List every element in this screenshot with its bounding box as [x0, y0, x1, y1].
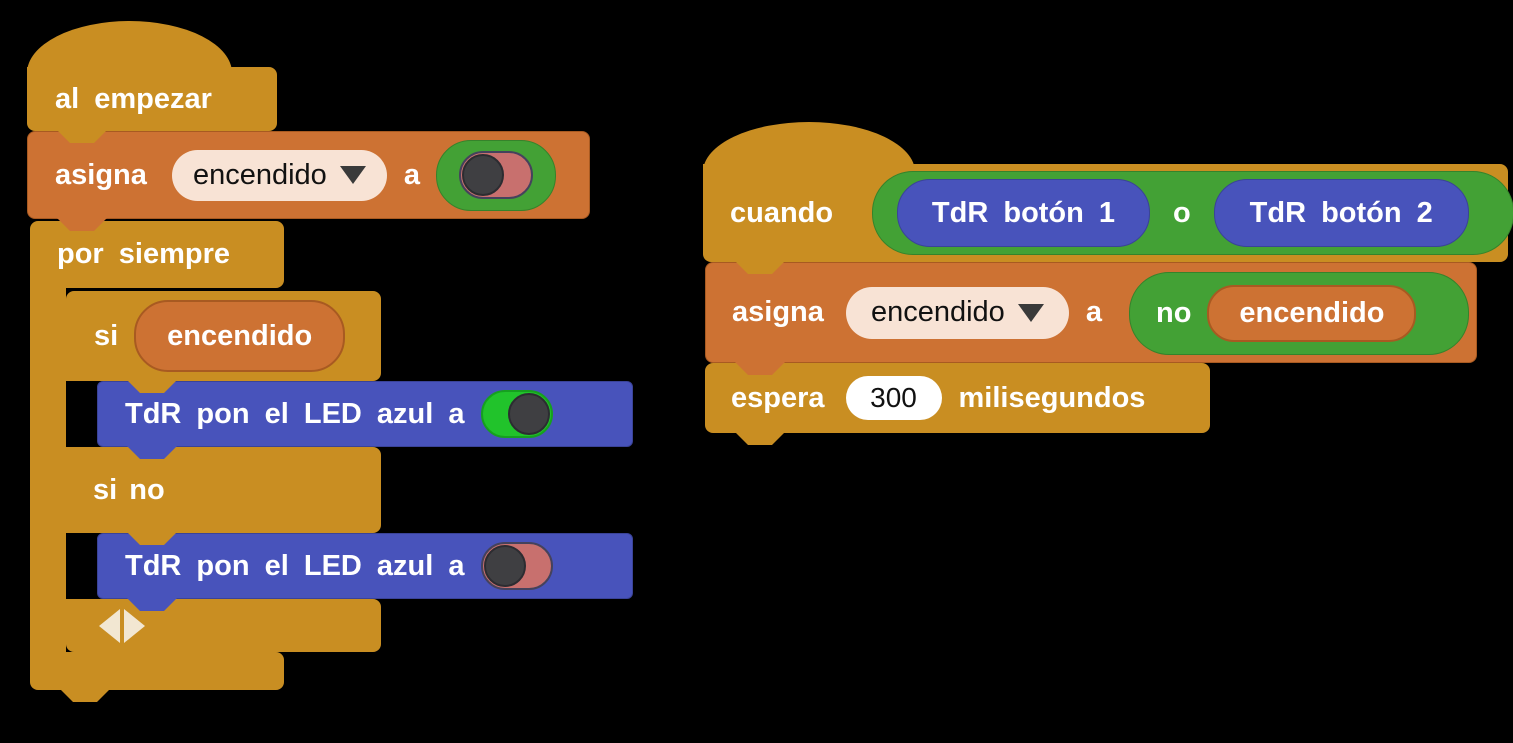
hat-label: al empezar — [55, 82, 212, 115]
set-led-label: TdR pon el LED azul a — [125, 397, 465, 430]
set-block-label: asigna — [55, 158, 147, 191]
forever-block-bottom[interactable] — [30, 652, 284, 690]
else-bar[interactable]: si no — [66, 447, 381, 533]
connector-label: a — [403, 158, 421, 191]
puzzle-tab — [127, 532, 177, 545]
variable-dropdown-value: encendido — [192, 158, 327, 191]
set-variable-not-block[interactable]: asigna encendido a no encendido — [705, 262, 1477, 363]
forever-label: por siempre — [57, 238, 230, 270]
set-variable-block[interactable]: asigna encendido a — [27, 131, 590, 219]
set-led-off-block[interactable]: TdR pon el LED azul a — [97, 533, 633, 599]
not-block[interactable]: no encendido — [1129, 272, 1469, 355]
operand-label: encendido — [1239, 297, 1385, 329]
or-label: o — [1173, 196, 1191, 229]
if-label: si — [94, 319, 119, 352]
connector-label: a — [1085, 296, 1103, 328]
puzzle-tab — [127, 446, 177, 459]
arrow-right-icon — [124, 608, 145, 643]
set-block-label: asigna — [732, 296, 824, 328]
toggle-knob-icon — [507, 393, 550, 435]
wait-unit-label: milisegundos — [958, 381, 1146, 414]
puzzle-tab — [57, 130, 107, 143]
puzzle-tab — [735, 362, 785, 375]
operand-variable[interactable]: encendido — [1207, 285, 1417, 342]
else-label: si no — [93, 473, 165, 506]
toggle-on[interactable] — [480, 390, 553, 438]
variable-dropdown[interactable]: encendido — [171, 149, 387, 201]
toggle-off[interactable] — [459, 151, 534, 199]
hat-block-cuando[interactable]: cuando TdR botón 1 o TdR botón 2 — [703, 164, 1513, 262]
or-block[interactable]: TdR botón 1 o TdR botón 2 — [872, 171, 1513, 255]
elseif-arrows[interactable] — [99, 608, 145, 643]
toggle-off[interactable] — [480, 542, 553, 590]
puzzle-tab — [127, 380, 177, 393]
if-condition-label: encendido — [167, 319, 313, 352]
button1-label: TdR botón 1 — [931, 196, 1116, 229]
toggle-knob-icon — [483, 545, 526, 587]
not-label: no — [1156, 297, 1192, 329]
button2-label: TdR botón 2 — [1249, 196, 1433, 229]
arrow-left-icon — [99, 608, 120, 643]
variable-dropdown-value: encendido — [870, 296, 1005, 328]
duration-input[interactable]: 300 — [845, 376, 942, 420]
if-condition-variable[interactable]: encendido — [134, 300, 346, 372]
button2-reporter[interactable]: TdR botón 2 — [1213, 179, 1469, 247]
puzzle-tab — [735, 432, 785, 445]
boolean-toggle-slot[interactable] — [436, 139, 557, 211]
toggle-knob-icon — [462, 154, 505, 196]
hat-label: cuando — [730, 196, 834, 229]
puzzle-tab — [57, 218, 107, 231]
variable-dropdown[interactable]: encendido — [845, 286, 1069, 339]
puzzle-tab — [127, 598, 177, 611]
wait-label: espera — [731, 381, 825, 414]
dropdown-arrow-icon — [339, 166, 366, 184]
hat-dome[interactable] — [27, 21, 232, 73]
hat-block-al-empezar[interactable]: al empezar — [27, 67, 277, 131]
forever-block-top[interactable]: por siempre — [30, 221, 284, 288]
if-block-top[interactable]: si encendido — [66, 291, 381, 381]
duration-value: 300 — [870, 382, 917, 413]
set-led-label: TdR pon el LED azul a — [125, 549, 465, 582]
set-led-on-block[interactable]: TdR pon el LED azul a — [97, 381, 633, 447]
if-block-bottom[interactable] — [66, 599, 381, 652]
wait-block[interactable]: espera 300 milisegundos — [705, 363, 1210, 433]
puzzle-tab — [735, 261, 785, 274]
dropdown-arrow-icon — [1017, 303, 1044, 322]
button1-reporter[interactable]: TdR botón 1 — [897, 179, 1150, 247]
forever-block-arm[interactable] — [30, 288, 66, 652]
puzzle-tab — [60, 689, 110, 702]
